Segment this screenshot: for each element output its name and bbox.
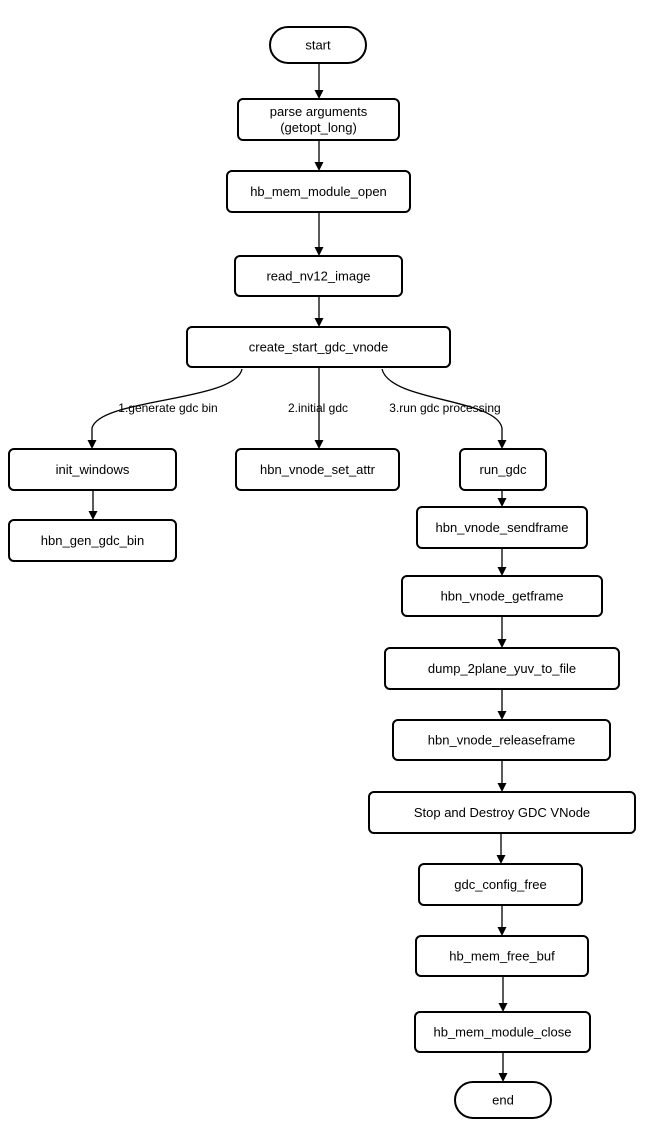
node-setattr: hbn_vnode_set_attr bbox=[235, 448, 400, 491]
process-box bbox=[237, 98, 400, 141]
node-label: (getopt_long) bbox=[280, 120, 357, 135]
arrowhead-icon bbox=[497, 927, 507, 936]
process-box bbox=[401, 575, 603, 617]
node-genbin: hbn_gen_gdc_bin bbox=[8, 519, 177, 562]
node-label: start bbox=[305, 38, 331, 53]
edge-memclose-to-end bbox=[498, 1052, 508, 1082]
connector-line bbox=[91, 368, 243, 441]
edge-sendframe-to-getframe bbox=[497, 548, 507, 576]
edge-start-to-parse bbox=[314, 63, 324, 99]
node-label: dump_2plane_yuv_to_file bbox=[428, 661, 576, 676]
edge-label: 1.generate gdc bin bbox=[118, 401, 217, 415]
process-box bbox=[8, 448, 177, 491]
node-label: gdc_config_free bbox=[454, 877, 547, 892]
node-label: hbn_vnode_getframe bbox=[441, 589, 564, 604]
process-box bbox=[415, 935, 589, 977]
process-box bbox=[416, 506, 588, 549]
node-label: hb_mem_module_close bbox=[433, 1025, 571, 1040]
node-freebuf: hb_mem_free_buf bbox=[415, 935, 589, 977]
node-label: run_gdc bbox=[480, 462, 527, 477]
arrowhead-icon bbox=[497, 498, 507, 507]
node-label: end bbox=[492, 1093, 514, 1108]
node-label: init_windows bbox=[56, 462, 130, 477]
arrowhead-icon bbox=[87, 440, 97, 449]
arrowhead-icon bbox=[314, 162, 324, 171]
edges-layer: 1.generate gdc bin 2.initial gdc 3.run gdc… bbox=[87, 63, 508, 1082]
node-label: read_nv12_image bbox=[266, 269, 370, 284]
node-label: hbn_vnode_releaseframe bbox=[428, 733, 575, 748]
node-sendframe: hbn_vnode_sendframe bbox=[416, 506, 588, 549]
edge-release-to-destroy bbox=[497, 760, 507, 792]
node-rungdc: run_gdc bbox=[459, 448, 547, 491]
process-box bbox=[459, 448, 547, 491]
node-label: hb_mem_free_buf bbox=[449, 949, 555, 964]
terminal-shape bbox=[454, 1081, 552, 1119]
edge-readnv12-to-create bbox=[314, 296, 324, 327]
node-release: hbn_vnode_releaseframe bbox=[392, 719, 611, 761]
edge-rungdc-to-sendframe bbox=[497, 490, 507, 507]
process-box bbox=[226, 170, 411, 213]
process-box bbox=[384, 647, 620, 690]
arrowhead-icon bbox=[88, 511, 98, 520]
node-label: parse arguments bbox=[270, 104, 368, 119]
node-destroy: Stop and Destroy GDC VNode bbox=[368, 791, 636, 834]
edge-create-to-setattr: 2.initial gdc bbox=[288, 367, 348, 449]
nodes-layer: start parse arguments(getopt_long) hb_mem_… bbox=[8, 26, 636, 1119]
node-dump: dump_2plane_yuv_to_file bbox=[384, 647, 620, 690]
node-memopen: hb_mem_module_open bbox=[226, 170, 411, 213]
arrowhead-icon bbox=[498, 1003, 508, 1012]
process-box bbox=[392, 719, 611, 761]
arrowhead-icon bbox=[314, 318, 324, 327]
edge-create-to-initwin: 1.generate gdc bin bbox=[87, 368, 243, 449]
edge-cfgfree-to-freebuf bbox=[497, 905, 507, 936]
arrowhead-icon bbox=[497, 711, 507, 720]
process-box bbox=[414, 1011, 591, 1053]
arrowhead-icon bbox=[497, 639, 507, 648]
node-end: end bbox=[454, 1081, 552, 1119]
node-memclose: hb_mem_module_close bbox=[414, 1011, 591, 1053]
process-box bbox=[234, 255, 403, 297]
terminal-shape bbox=[269, 26, 367, 64]
node-create: create_start_gdc_vnode bbox=[186, 326, 451, 368]
node-parse: parse arguments(getopt_long) bbox=[237, 98, 400, 141]
node-start: start bbox=[269, 26, 367, 64]
arrowhead-icon bbox=[497, 440, 507, 449]
node-label: hbn_vnode_set_attr bbox=[260, 462, 376, 477]
process-box bbox=[368, 791, 636, 834]
arrowhead-icon bbox=[314, 247, 324, 256]
node-cfgfree: gdc_config_free bbox=[418, 863, 583, 906]
node-label: hbn_gen_gdc_bin bbox=[41, 533, 144, 548]
edge-destroy-to-cfgfree bbox=[496, 833, 506, 864]
node-getframe: hbn_vnode_getframe bbox=[401, 575, 603, 617]
node-label: hb_mem_module_open bbox=[250, 184, 387, 199]
node-initwin: init_windows bbox=[8, 448, 177, 491]
arrowhead-icon bbox=[314, 90, 324, 99]
process-box bbox=[186, 326, 451, 368]
edge-memopen-to-readnv12 bbox=[314, 212, 324, 256]
node-label: hbn_vnode_sendframe bbox=[436, 520, 569, 535]
edge-dump-to-release bbox=[497, 689, 507, 720]
edge-parse-to-memopen bbox=[314, 140, 324, 171]
node-readnv12: read_nv12_image bbox=[234, 255, 403, 297]
edge-initwin-to-genbin bbox=[88, 490, 98, 520]
arrowhead-icon bbox=[496, 855, 506, 864]
arrowhead-icon bbox=[497, 783, 507, 792]
process-box bbox=[235, 448, 400, 491]
process-box bbox=[418, 863, 583, 906]
arrowhead-icon bbox=[497, 567, 507, 576]
node-label: Stop and Destroy GDC VNode bbox=[414, 805, 590, 820]
edge-freebuf-to-memclose bbox=[498, 976, 508, 1012]
arrowhead-icon bbox=[498, 1073, 508, 1082]
arrowhead-icon bbox=[314, 440, 324, 449]
edge-label: 3.run gdc processing bbox=[389, 401, 500, 415]
node-label: create_start_gdc_vnode bbox=[249, 340, 388, 355]
edge-label: 2.initial gdc bbox=[288, 401, 348, 415]
edge-create-to-rungdc: 3.run gdc processing bbox=[381, 368, 507, 449]
connector-line bbox=[381, 368, 503, 441]
process-box bbox=[8, 519, 177, 562]
edge-getframe-to-dump bbox=[497, 616, 507, 648]
